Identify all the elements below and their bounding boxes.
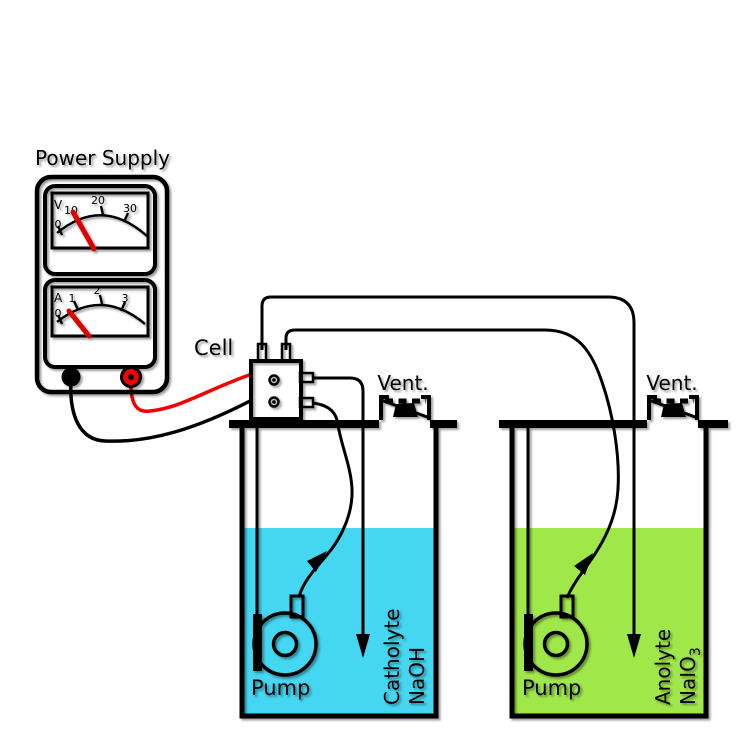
ammeter-needle bbox=[66, 308, 92, 339]
cell-bolt-upper-center bbox=[272, 378, 276, 382]
power-supply-label: Power Supply bbox=[35, 146, 170, 170]
anolyte-pump bbox=[523, 611, 589, 677]
anolyte-pump-hub bbox=[542, 630, 570, 658]
voltmeter-tick-label: 30 bbox=[123, 202, 137, 215]
catholyte-label-line2: NaOH bbox=[405, 647, 429, 705]
terminal-positive-center bbox=[128, 374, 134, 380]
anolyte-label-line2: NaIO3 bbox=[676, 647, 704, 705]
anolyte-vent: Vent. bbox=[646, 371, 699, 420]
ammeter-tick-label: 3 bbox=[122, 292, 129, 305]
voltmeter-tick-label: 20 bbox=[91, 194, 105, 207]
anolyte-tank-wall bbox=[509, 428, 709, 719]
catholyte-label-line1: Catholyte bbox=[380, 608, 404, 705]
wire-positive bbox=[129, 372, 253, 414]
anolyte-pump-bracket bbox=[524, 614, 533, 671]
cell-label: Cell bbox=[194, 336, 233, 360]
power-supply: Power Supply V 0 10 20 30 A bbox=[34, 146, 170, 395]
flow-arrow-down-anolyte bbox=[627, 634, 641, 658]
cell-body bbox=[249, 359, 303, 421]
catholyte-lid-left bbox=[229, 420, 379, 428]
ammeter-tick-label: 2 bbox=[94, 284, 101, 297]
anolyte-lid-right bbox=[698, 420, 728, 428]
tube-cell-to-catholyte-tank bbox=[312, 376, 365, 640]
voltmeter-arc bbox=[56, 214, 148, 237]
flow-arrow-anolyte-pump bbox=[574, 553, 593, 575]
wire-negative bbox=[69, 379, 253, 443]
cell-bolt-lower bbox=[268, 396, 280, 408]
ammeter-unit: A bbox=[54, 291, 63, 305]
catholyte-lid-right bbox=[430, 420, 457, 428]
catholyte-pump-hub bbox=[271, 630, 299, 658]
ammeter-face bbox=[50, 285, 150, 338]
ammeter-arc bbox=[56, 303, 146, 325]
voltmeter-tick-0 bbox=[56, 225, 64, 236]
ammeter-tick-3 bbox=[119, 301, 127, 312]
voltmeter-unit: V bbox=[54, 198, 63, 212]
power-supply-box bbox=[34, 174, 170, 395]
cell: Cell bbox=[194, 336, 315, 421]
ammeter-tick-2 bbox=[98, 294, 104, 305]
ammeter: A 0 1 2 3 bbox=[43, 278, 157, 369]
ammeter-tick-0 bbox=[56, 314, 64, 325]
catholyte-pump bbox=[252, 611, 318, 677]
cell-bolt-upper bbox=[268, 374, 280, 386]
voltmeter-needle bbox=[70, 209, 97, 252]
flow-arrow-down-catholyte bbox=[356, 634, 370, 658]
voltmeter-face bbox=[50, 191, 150, 250]
catholyte-pump-label: Pump bbox=[251, 676, 310, 700]
voltmeter-tick-20 bbox=[99, 205, 105, 216]
anolyte-vent-label: Vent. bbox=[646, 371, 697, 395]
voltmeter-tick-label: 0 bbox=[55, 218, 62, 231]
anolyte-label-line2-base: NaIO bbox=[676, 656, 700, 705]
cell-bolt-lower-center bbox=[272, 400, 276, 404]
vent-lip-right bbox=[421, 395, 431, 420]
anolyte-pump-outlet bbox=[559, 594, 575, 619]
flow-arrow-catholyte-pump bbox=[307, 551, 327, 572]
ammeter-tick-label: 0 bbox=[55, 307, 62, 320]
voltmeter-frame bbox=[43, 184, 157, 276]
terminal-negative bbox=[61, 367, 81, 387]
voltmeter: V 0 10 20 30 bbox=[43, 184, 157, 276]
ammeter-tick-1 bbox=[72, 300, 80, 311]
catholyte-vent-label: Vent. bbox=[377, 371, 428, 395]
catholyte-pump-bracket bbox=[253, 614, 262, 671]
vent-lip-left bbox=[379, 395, 389, 420]
ammeter-tick-label: 1 bbox=[69, 292, 76, 305]
voltmeter-tick-30 bbox=[122, 212, 130, 223]
anolyte-lid-left bbox=[499, 420, 647, 428]
catholyte-vent: Vent. bbox=[377, 371, 431, 420]
catholyte-tank: Pump Vent. Catholyte NaOH bbox=[229, 371, 457, 719]
vent-lip-left bbox=[647, 395, 657, 420]
anolyte-pump-label: Pump bbox=[522, 676, 581, 700]
ammeter-frame bbox=[43, 278, 157, 369]
vent-cap bbox=[393, 403, 418, 417]
vent-lip-right bbox=[689, 395, 699, 420]
vent-cap bbox=[661, 403, 686, 417]
anolyte-label-line1: Anolyte bbox=[651, 629, 675, 705]
anolyte-liquid bbox=[514, 528, 704, 716]
catholyte-tank-wall bbox=[239, 428, 439, 719]
catholyte-liquid bbox=[244, 528, 434, 716]
anolyte-label-line2-subscript: 3 bbox=[688, 647, 704, 656]
tube-cell-to-anolyte-tank bbox=[260, 295, 636, 640]
anolyte-tank: Pump Vent. Anolyte NaIO3 bbox=[499, 371, 728, 719]
